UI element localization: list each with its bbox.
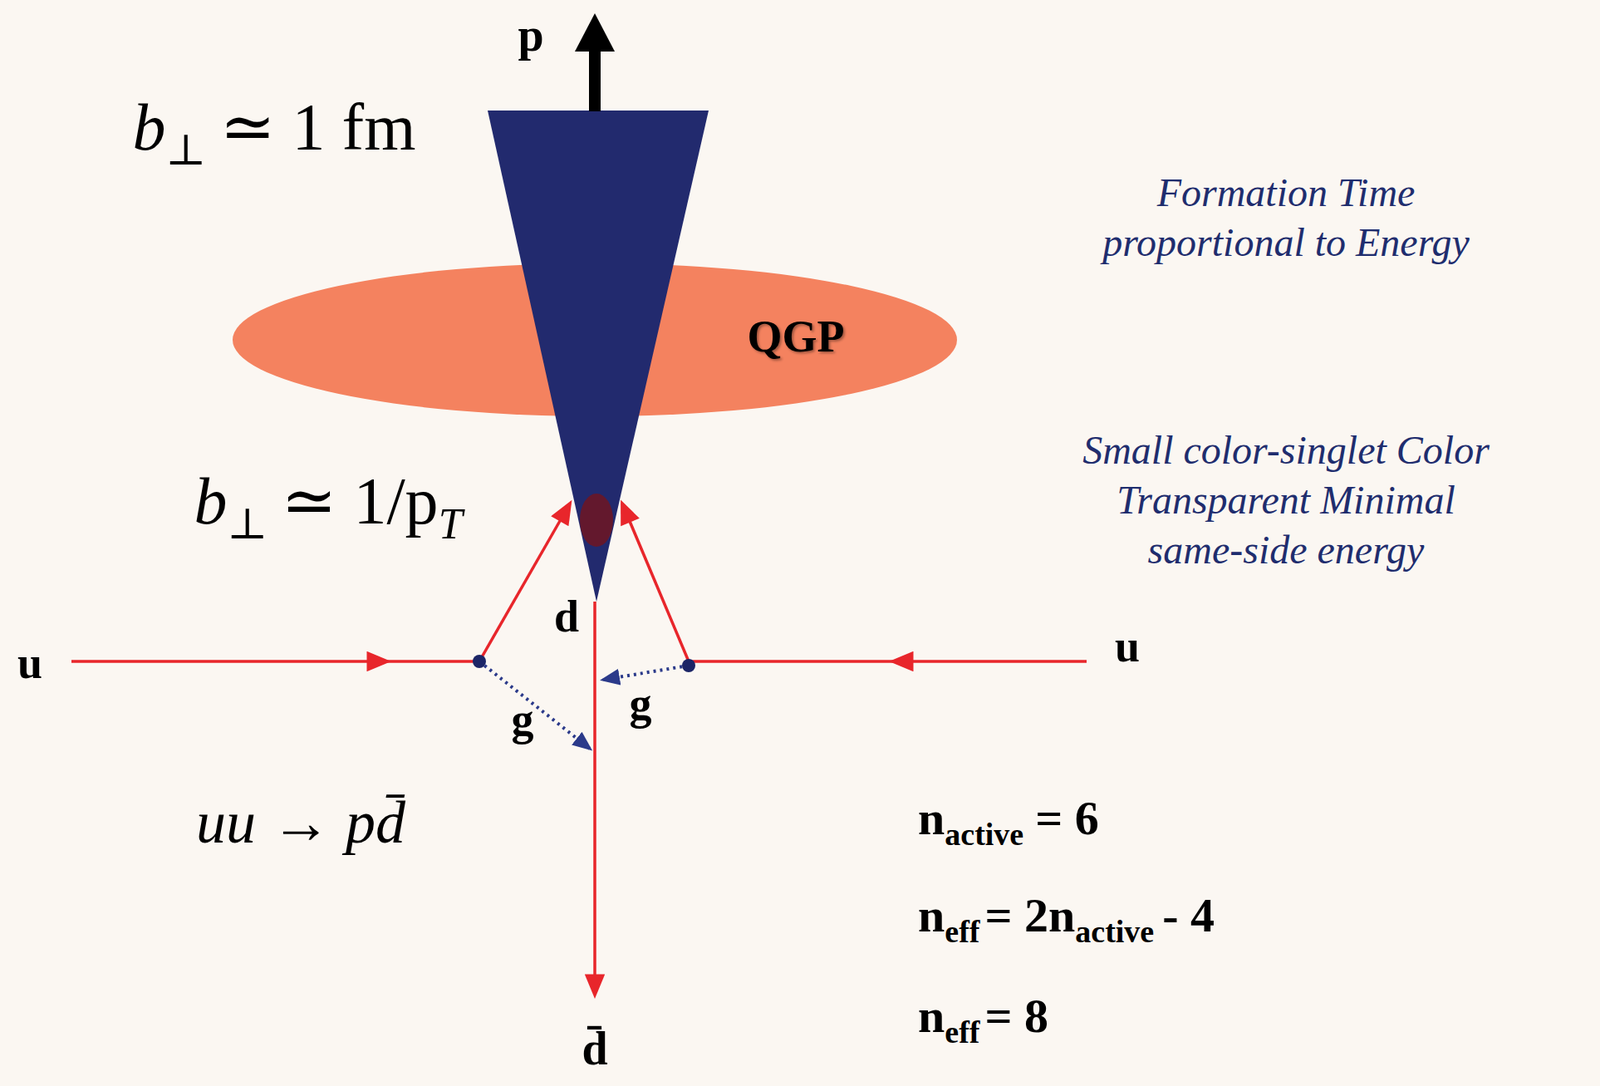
label-group: d̄ (581, 1025, 608, 1072)
particle-label: g (511, 694, 535, 745)
math-label: b (193, 464, 227, 538)
particle-label: g (629, 678, 653, 729)
particle-label: d̄ (581, 1022, 608, 1075)
count-label: - 4 (1162, 888, 1215, 943)
count-subscript: active (1074, 914, 1154, 950)
count-label: n (917, 988, 945, 1043)
particle-label: u (1114, 621, 1140, 672)
math-label: ≃ 1/p (280, 464, 438, 538)
label-group: neff= 2nactive- 4 (917, 891, 1215, 948)
quark-line (622, 503, 689, 662)
count-subscript: eff (944, 1015, 980, 1051)
quark-line (593, 601, 597, 995)
label-group: d (554, 593, 580, 639)
label-group: b⊥ ≃ 1 fm (132, 93, 417, 172)
vertex-dot (472, 654, 486, 668)
vertex-dot (682, 658, 696, 673)
count-label: = 8 (984, 988, 1049, 1043)
math-label: ≃ 1 fm (220, 90, 417, 164)
math-subscript: ⊥ (166, 126, 207, 174)
quark-line (71, 659, 388, 663)
label-group: u (17, 640, 43, 686)
particle-label: p (517, 9, 544, 61)
label-group: g (629, 681, 653, 727)
label-group: neff= 8 (917, 991, 1049, 1048)
label-group: g (511, 696, 535, 742)
gluon-line (479, 661, 590, 749)
ellipse-shape (232, 263, 958, 417)
math-subscript: T (438, 500, 463, 548)
label-group: p (517, 11, 544, 59)
label-group: u (1114, 623, 1140, 669)
ellipse-outline (232, 263, 958, 417)
math-subscript: ⊥ (226, 500, 268, 548)
label-group: uu → pd̄ (196, 792, 406, 853)
count-label: = 2n (984, 888, 1075, 943)
count-label: = 6 (1035, 790, 1100, 845)
arrow-head (574, 13, 615, 52)
particle-label: d (554, 591, 580, 642)
quark-line (382, 659, 480, 663)
process-label: uu → pd̄ (196, 789, 406, 856)
count-label: n (917, 790, 945, 845)
note-text: Formation Time proportional to Energy (1053, 167, 1519, 268)
count-subscript: eff (944, 914, 980, 950)
plasma-ellipse: QGP (232, 263, 958, 417)
label-group: b⊥≃ 1/pT (193, 467, 462, 546)
quark-line (893, 659, 1087, 663)
label-group: Small color-singlet Color Transparent Mi… (1053, 425, 1519, 575)
quark-line (688, 659, 899, 663)
count-label: n (917, 888, 945, 943)
color-singlet-blob (579, 493, 614, 547)
region-label: QGP (747, 314, 845, 359)
count-subscript: active (944, 817, 1024, 853)
math-label: b (132, 90, 167, 164)
note-text: Small color-singlet Color Transparent Mi… (1053, 425, 1519, 575)
label-group: nactive= 6 (917, 794, 1100, 850)
arrow-shaft (588, 43, 601, 112)
label-group: Formation Time proportional to Energy (1053, 167, 1519, 268)
particle-label: u (17, 638, 43, 688)
cone (487, 110, 709, 602)
gluon-line (603, 665, 689, 680)
